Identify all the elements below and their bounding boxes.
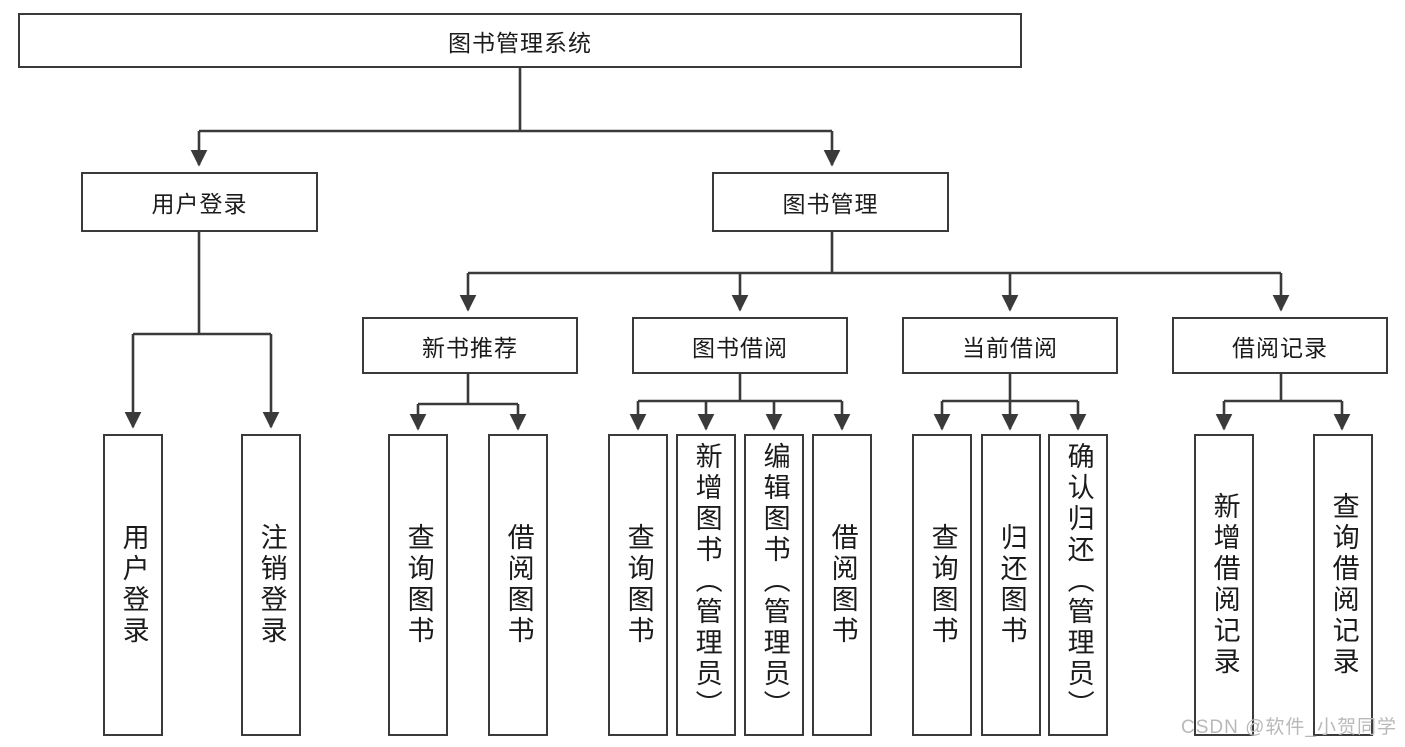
leaf-logout-login[interactable]: 注销登录 (241, 434, 301, 736)
node-label: 用户登录 (151, 191, 248, 217)
node-label: 借阅图书 (827, 523, 858, 647)
leaf-query-book-recommend[interactable]: 查询图书 (388, 434, 448, 736)
node-label: 图书借阅 (692, 334, 788, 361)
node-borrow-record[interactable]: 借阅记录 (1172, 317, 1388, 374)
node-label: 查询图书 (623, 523, 654, 647)
node-label: 新书推荐 (422, 334, 518, 361)
node-label: 查询图书 (927, 523, 958, 647)
node-new-book-recommend[interactable]: 新书推荐 (362, 317, 578, 374)
node-root-system[interactable]: 图书管理系统 (18, 13, 1022, 68)
node-label: 编辑图书（管理员） (759, 442, 790, 721)
leaf-borrow-book[interactable]: 借阅图书 (812, 434, 872, 736)
node-user-login[interactable]: 用户登录 (81, 172, 318, 232)
node-label: 当前借阅 (962, 334, 1058, 361)
node-book-borrow[interactable]: 图书借阅 (632, 317, 848, 374)
leaf-borrow-book-recommend[interactable]: 借阅图书 (488, 434, 548, 736)
node-label: 新增借阅记录 (1209, 492, 1240, 678)
node-label: 图书管理 (782, 191, 879, 217)
node-label: 借阅图书 (503, 523, 534, 647)
node-label: 图书管理系统 (448, 29, 592, 56)
node-label: 确认归还（管理员） (1063, 442, 1094, 721)
leaf-query-book-current[interactable]: 查询图书 (912, 434, 972, 736)
node-label: 查询借阅记录 (1328, 492, 1359, 678)
leaf-edit-book-admin[interactable]: 编辑图书（管理员） (744, 434, 804, 736)
leaf-return-book[interactable]: 归还图书 (981, 434, 1041, 736)
node-label: 新增图书（管理员） (691, 442, 722, 721)
leaf-query-book-borrow[interactable]: 查询图书 (608, 434, 668, 736)
leaf-add-book-admin[interactable]: 新增图书（管理员） (676, 434, 736, 736)
leaf-add-borrow-record[interactable]: 新增借阅记录 (1194, 434, 1254, 736)
leaf-user-login[interactable]: 用户登录 (103, 434, 163, 736)
node-label: 借阅记录 (1232, 334, 1328, 361)
node-label: 用户登录 (118, 523, 149, 647)
node-label: 查询图书 (403, 523, 434, 647)
leaf-query-borrow-record[interactable]: 查询借阅记录 (1313, 434, 1373, 736)
node-current-borrow[interactable]: 当前借阅 (902, 317, 1118, 374)
node-label: 归还图书 (996, 523, 1027, 647)
node-book-management[interactable]: 图书管理 (712, 172, 949, 232)
leaf-confirm-return-admin[interactable]: 确认归还（管理员） (1048, 434, 1108, 736)
node-label: 注销登录 (256, 523, 287, 647)
